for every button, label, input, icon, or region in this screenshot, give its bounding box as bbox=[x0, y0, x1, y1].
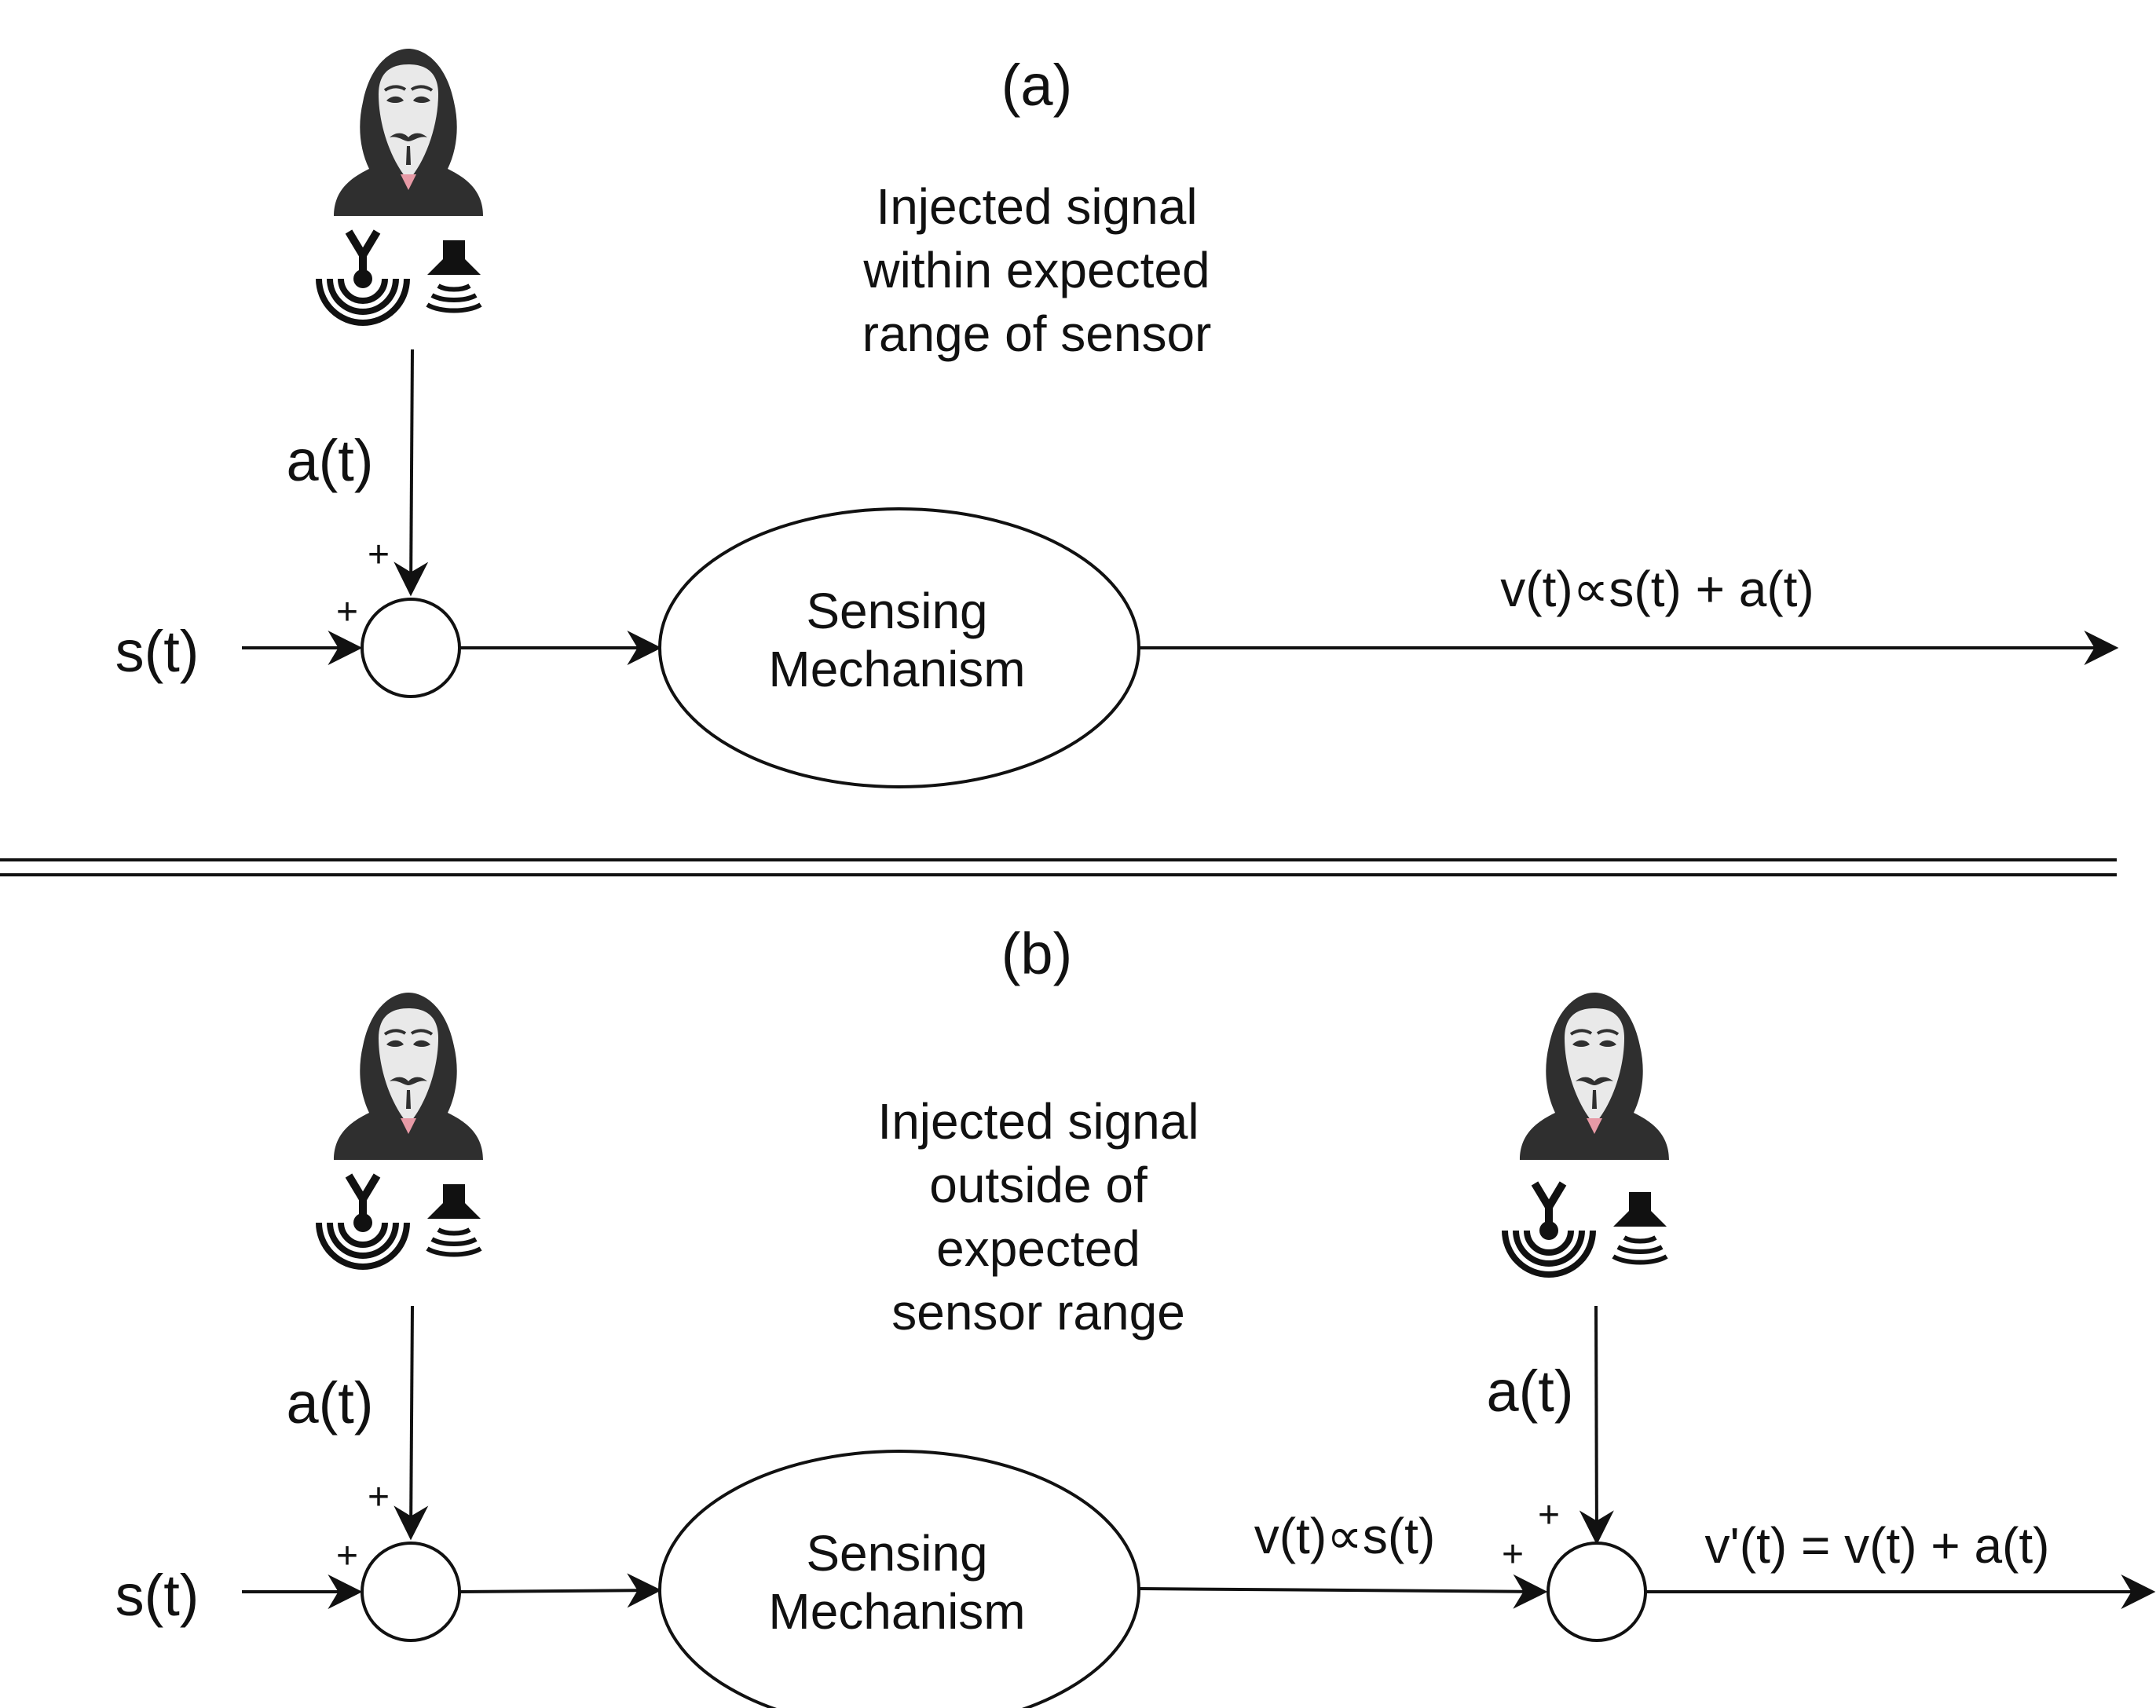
panel-a-caption-line-2: within expected bbox=[862, 242, 1210, 298]
attack-arrow-2 bbox=[1579, 1305, 1614, 1545]
panel-b-caption-line-4: sensor range bbox=[891, 1284, 1185, 1340]
plus-sign-top-2: + bbox=[1538, 1494, 1560, 1536]
sensor-output-label: v(t)∝s(t) bbox=[1254, 1508, 1436, 1564]
sensor-to-junction-arrow bbox=[1139, 1574, 1548, 1609]
input-signal-label: s(t) bbox=[115, 1563, 199, 1628]
summing-junction-1 bbox=[361, 1542, 461, 1642]
panel-b-caption-line-2: outside of bbox=[929, 1157, 1148, 1213]
speaker-icon bbox=[427, 1184, 481, 1255]
output-signal-label: v(t)∝s(t) + a(t) bbox=[1500, 561, 1814, 617]
attack-signal-label-2: a(t) bbox=[1487, 1359, 1574, 1424]
panel-b-label: (b) bbox=[1001, 921, 1072, 986]
plus-sign-top: + bbox=[368, 534, 390, 576]
sensing-mechanism-label-2: Mechanism bbox=[768, 1583, 1025, 1640]
sensing-mechanism-label-1: Sensing bbox=[806, 1525, 987, 1582]
summing-junction-2 bbox=[1547, 1542, 1647, 1642]
attack-signal-label-1: a(t) bbox=[287, 1370, 374, 1436]
panel-b-caption-line-1: Injected signal bbox=[877, 1093, 1199, 1150]
panel-a-caption-line-1: Injected signal bbox=[876, 178, 1197, 235]
hacker-icon bbox=[332, 991, 485, 1161]
hacker-icon bbox=[332, 47, 485, 218]
plus-sign-left-2: + bbox=[1502, 1534, 1524, 1575]
panel-a-label: (a) bbox=[1001, 53, 1072, 118]
attack-arrow-1 bbox=[393, 1305, 429, 1541]
plus-sign-top-1: + bbox=[368, 1476, 390, 1518]
panel-b-caption-line-3: expected bbox=[936, 1220, 1140, 1277]
speaker-icon bbox=[427, 240, 481, 311]
plus-sign-left-1: + bbox=[336, 1535, 358, 1577]
antenna-icon bbox=[1505, 1183, 1593, 1275]
sensing-mechanism-label-1: Sensing bbox=[806, 583, 987, 639]
panel-b: (b) Injected signal outside of expected … bbox=[115, 921, 2156, 1708]
plus-sign-left: + bbox=[336, 591, 358, 633]
attack-signal-label: a(t) bbox=[287, 428, 374, 493]
sensing-mechanism-block bbox=[658, 1450, 1140, 1708]
speaker-icon bbox=[1613, 1192, 1667, 1263]
attack-arrow bbox=[393, 349, 429, 597]
antenna-icon bbox=[319, 1176, 407, 1267]
hacker-icon bbox=[1518, 991, 1671, 1161]
antenna-icon bbox=[319, 232, 407, 323]
input-signal-label: s(t) bbox=[115, 619, 199, 684]
panel-a-caption-line-3: range of sensor bbox=[862, 305, 1212, 362]
sensing-mechanism-label-2: Mechanism bbox=[768, 641, 1025, 697]
junction-to-sensor-arrow bbox=[459, 1573, 662, 1608]
summing-junction bbox=[361, 598, 461, 698]
output-signal-label: v'(t) = v(t) + a(t) bbox=[1705, 1517, 2050, 1574]
panel-a: (a) Injected signal within expected rang… bbox=[115, 47, 2119, 788]
sensing-mechanism-block bbox=[658, 507, 1140, 788]
